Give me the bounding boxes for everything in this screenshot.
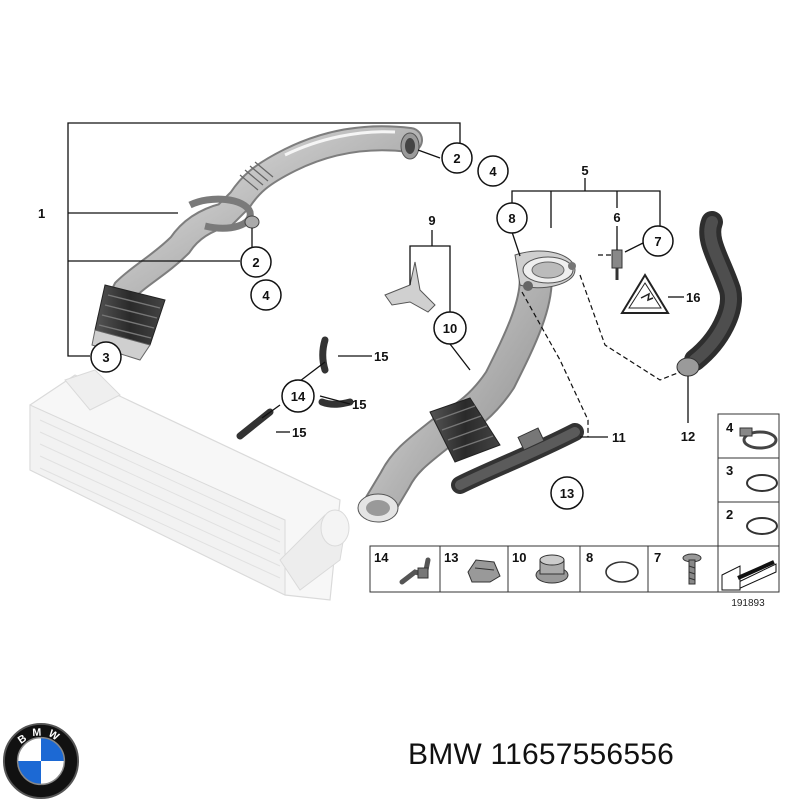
dashed-lines [521, 254, 681, 437]
callout-1: 1 [38, 206, 45, 221]
callout-label-6: 6 [613, 210, 620, 225]
callout-15-b: 15 [352, 397, 366, 412]
callout-label-12: 12 [681, 429, 695, 444]
callout-15-a: 15 [374, 349, 388, 364]
inset-label-2: 2 [726, 507, 733, 522]
bmw-logo: BMW [2, 722, 80, 800]
bracket-9 [384, 261, 436, 313]
bottom-inset: 14 13 10 8 7 191893 [369, 545, 780, 609]
diagram-number: 191893 [731, 598, 765, 609]
side-inset: 4 3 2 [717, 413, 780, 547]
callout-16: 16 [686, 290, 700, 305]
inset-label-8: 8 [586, 550, 593, 565]
brand-part-label: BMW 11657556556 [408, 738, 674, 772]
callout-2-upper: 2 [441, 142, 473, 174]
charge-pipe-upper [91, 125, 423, 361]
inset-label-10: 10 [512, 550, 526, 565]
inset-label-14: 14 [374, 550, 389, 565]
callout-7: 7 [642, 225, 674, 257]
inset-label-3: 3 [726, 463, 733, 478]
callout-8: 8 [496, 202, 528, 234]
callout-label-13: 13 [560, 486, 574, 501]
callout-11: 11 [612, 430, 626, 445]
sensor-6 [611, 249, 623, 280]
o-ring-icon [746, 517, 778, 535]
callout-label-16: 16 [686, 290, 700, 305]
grommet-icon [535, 554, 569, 584]
callout-label-9: 9 [428, 213, 435, 228]
inset-label-4: 4 [726, 420, 734, 435]
warning-triangle-16 [620, 273, 670, 314]
callout-3: 3 [90, 341, 122, 373]
hose-11 [451, 423, 584, 494]
callout-4-upper: 4 [477, 155, 509, 187]
callout-15-c: 15 [292, 425, 306, 440]
inset-label-7: 7 [654, 550, 661, 565]
inset-label-13: 13 [444, 550, 458, 565]
callout-2-lower: 2 [240, 246, 272, 278]
callout-label-5: 5 [581, 163, 588, 178]
callout-4-lower: 4 [250, 279, 282, 311]
callout-label-3: 3 [102, 350, 109, 365]
callout-label-2: 2 [453, 151, 460, 166]
callout-label-10: 10 [443, 321, 457, 336]
callout-9: 9 [428, 213, 435, 228]
rubber-bellows-center [429, 397, 501, 463]
arrow-icon [721, 560, 777, 591]
callout-label-7: 7 [654, 234, 661, 249]
clip-icon [467, 559, 501, 583]
rubber-bellows-left [91, 284, 166, 361]
callout-label-15: 15 [374, 349, 388, 364]
connector-icon [399, 557, 431, 585]
callout-label-8: 8 [508, 211, 515, 226]
callout-5: 5 [581, 163, 588, 178]
callout-12: 12 [681, 429, 695, 444]
callout-label-14: 14 [291, 389, 306, 404]
charge-pipe-right [357, 250, 576, 523]
intercooler [29, 369, 350, 601]
callout-label-1: 1 [38, 206, 45, 221]
o-ring-icon [605, 561, 639, 583]
callout-6: 6 [613, 210, 620, 225]
callout-13: 13 [550, 476, 584, 510]
callout-label-15: 15 [352, 397, 366, 412]
screw-icon [682, 553, 702, 585]
hose-clamp-icon [739, 427, 778, 450]
part-number: 11657556556 [490, 738, 674, 771]
o-ring-icon [746, 474, 778, 492]
callout-label-11: 11 [612, 430, 626, 445]
callout-label-4: 4 [489, 164, 497, 179]
callout-label-4: 4 [262, 288, 270, 303]
callout-label-15: 15 [292, 425, 306, 440]
callout-10: 10 [433, 311, 467, 345]
callout-label-2: 2 [252, 255, 259, 270]
leader-lines [67, 122, 689, 438]
hose-12 [676, 211, 742, 377]
brand-name: BMW [408, 738, 482, 771]
callout-14: 14 [281, 379, 315, 413]
